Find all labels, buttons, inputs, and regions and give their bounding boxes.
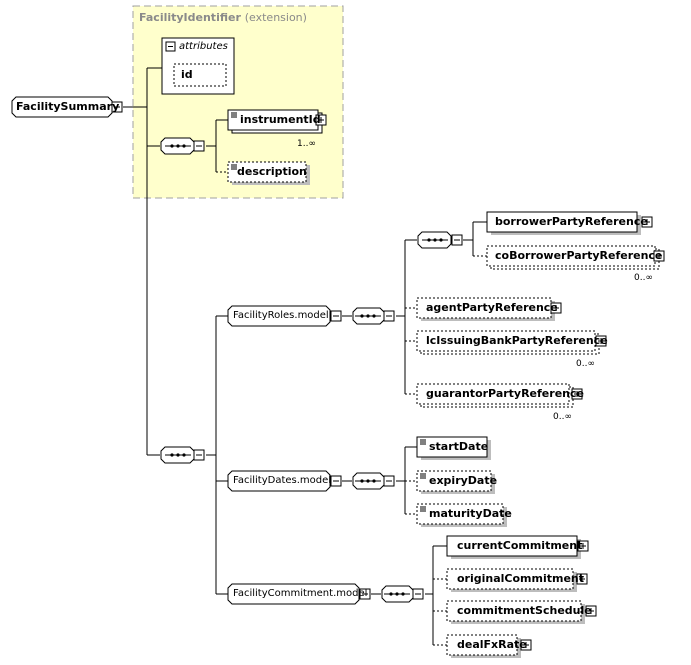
description-label: description — [237, 165, 307, 178]
deal-fx-rate-label: dealFxRate — [457, 638, 527, 651]
co-borrower-cardinality: 0..∞ — [634, 273, 653, 283]
description-box[interactable] — [227, 161, 307, 183]
expiry-date-box[interactable] — [416, 470, 492, 492]
original-commitment-label: originalCommitment — [457, 572, 585, 585]
facility-roles-model-label: FacilityRoles.model — [233, 310, 329, 321]
facility-commitment-model-label: FacilityCommitment.model — [233, 588, 368, 599]
instrument-id-cardinality: 1..∞ — [297, 139, 316, 149]
group-title: FacilityIdentifier (extension) — [139, 11, 307, 25]
borrower-party-reference-label: borrowerPartyReference — [495, 215, 648, 228]
guarantor-cardinality: 0..∞ — [553, 412, 572, 422]
facility-dates-model-box[interactable] — [227, 470, 331, 492]
guarantor-party-reference-box[interactable] — [416, 383, 570, 405]
current-commitment-label: currentCommitment — [457, 539, 583, 552]
group-subtitle: (extension) — [244, 11, 307, 24]
facility-dates-model-label: FacilityDates.model — [233, 475, 332, 486]
lc-issuing-bank-party-reference-label: lcIssuingBankPartyReference — [426, 334, 608, 347]
attributes-label: attributes — [179, 41, 228, 52]
current-commitment-box[interactable] — [446, 535, 578, 557]
maturity-date-label: maturityDate — [429, 507, 512, 520]
group-title-text: FacilityIdentifier — [139, 11, 241, 24]
start-date-box[interactable] — [416, 436, 488, 458]
agent-party-reference-label: agentPartyReference — [426, 301, 558, 314]
borrower-party-reference-box[interactable] — [486, 211, 638, 233]
facility-summary-box[interactable] — [11, 96, 113, 118]
facility-roles-model-box[interactable] — [227, 305, 331, 327]
deal-fx-rate-box[interactable] — [446, 634, 518, 656]
commitment-schedule-box[interactable] — [446, 600, 582, 622]
co-borrower-party-reference-label: coBorrowerPartyReference — [495, 249, 663, 262]
lc-issuing-bank-party-reference-box[interactable] — [416, 330, 596, 352]
lc-issuing-bank-cardinality: 0..∞ — [576, 359, 595, 369]
commitment-schedule-label: commitmentSchedule — [457, 604, 592, 617]
maturity-date-box[interactable] — [416, 503, 504, 525]
attribute-id-box[interactable] — [173, 63, 227, 87]
guarantor-party-reference-label: guarantorPartyReference — [426, 387, 584, 400]
attribute-id-label: id — [181, 68, 193, 81]
expiry-date-label: expiryDate — [429, 474, 498, 487]
original-commitment-box[interactable] — [446, 568, 574, 590]
facility-commitment-model-box[interactable] — [227, 583, 360, 605]
connector-lines — [123, 67, 487, 646]
facility-summary-label: FacilitySummary — [16, 100, 120, 113]
instrument-id-label: instrumentId — [240, 113, 321, 126]
start-date-label: startDate — [429, 440, 489, 453]
